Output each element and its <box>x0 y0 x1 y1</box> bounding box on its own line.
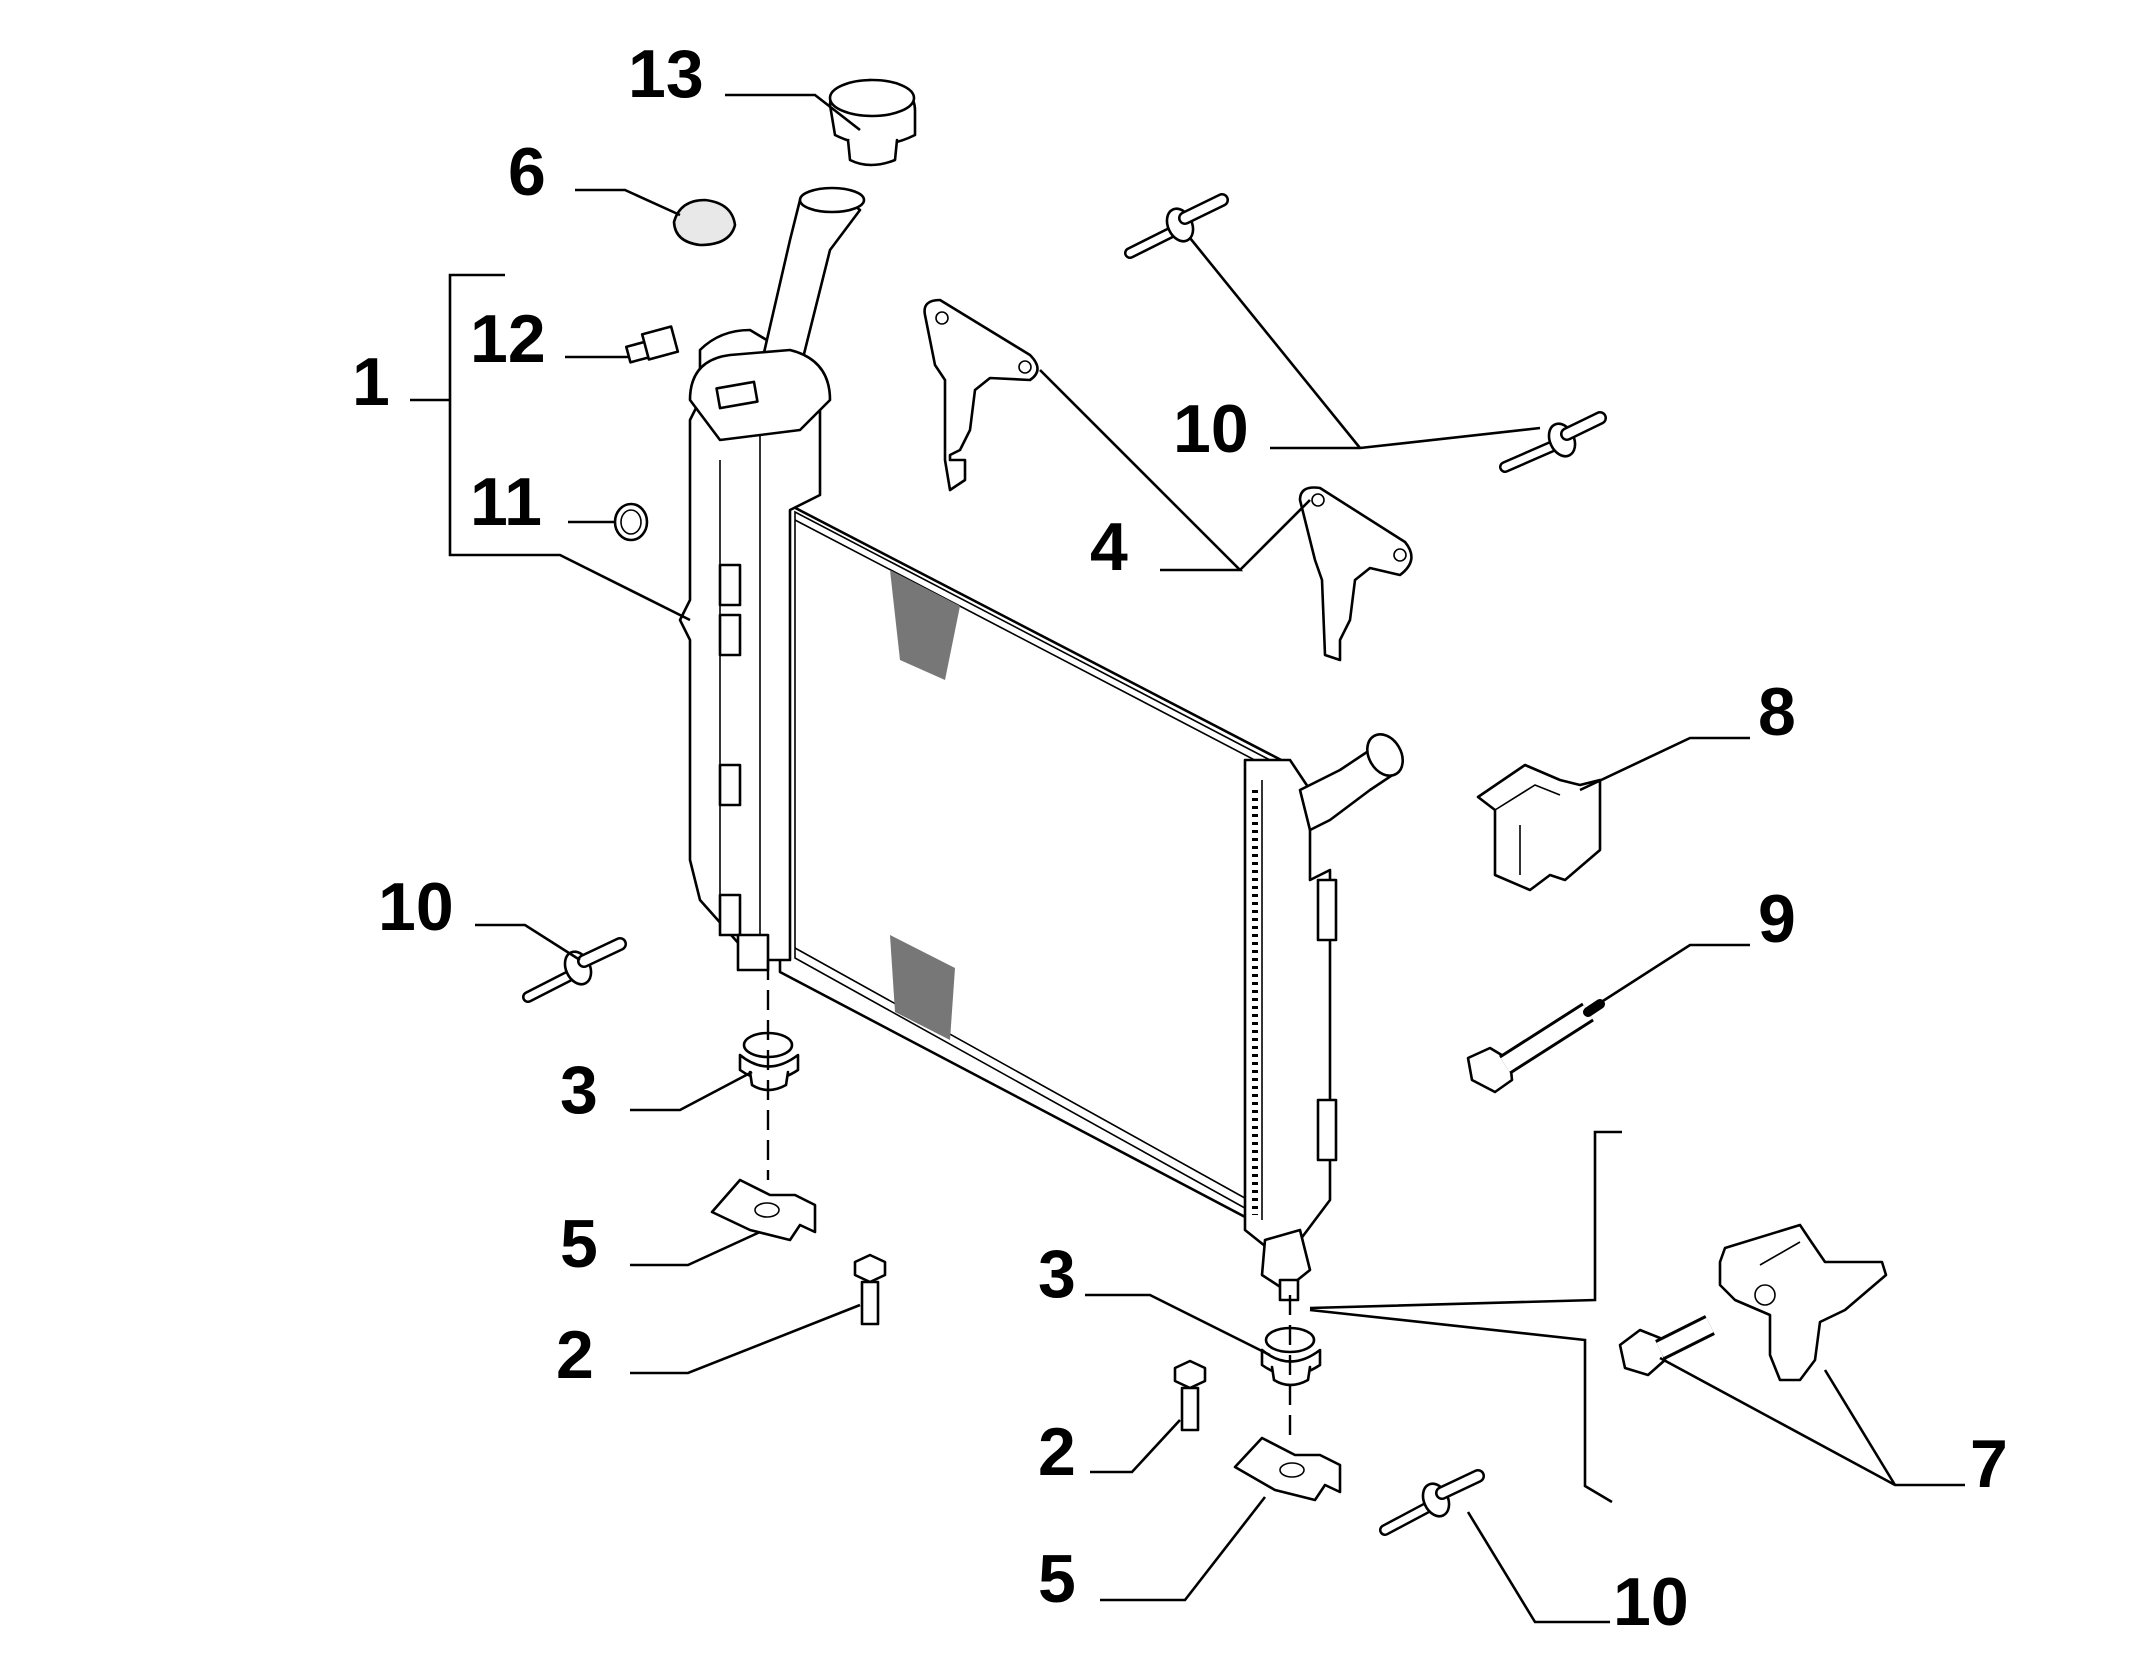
clip-pin-10-left <box>522 937 627 1003</box>
callout-2-left: 2 <box>556 1317 594 1393</box>
callout-13: 13 <box>628 36 704 112</box>
bracket-7 <box>1718 1223 1888 1382</box>
callout-10-top: 10 <box>1173 391 1249 467</box>
bolt-2-left <box>853 1253 887 1326</box>
callout-3-right: 3 <box>1038 1236 1076 1312</box>
bolt-2-right <box>1173 1359 1207 1432</box>
clip-8 <box>1476 763 1602 892</box>
callout-8: 8 <box>1758 674 1796 750</box>
callout-12: 12 <box>470 301 546 377</box>
callout-10-bottom: 10 <box>1613 1564 1689 1640</box>
bracket-4-upper <box>923 298 1039 492</box>
callout-10-left: 10 <box>378 869 454 945</box>
callout-3-left: 3 <box>560 1052 598 1128</box>
bolt-7 <box>1618 1315 1715 1377</box>
core-hatch-top <box>890 570 960 680</box>
plug-6 <box>672 198 737 247</box>
radiator-cap-13 <box>828 78 917 167</box>
callout-9: 9 <box>1758 881 1796 957</box>
clip-pin-10-bottom <box>1379 1469 1485 1536</box>
bracket-4-lower <box>1298 486 1413 662</box>
callout-labels: 13 6 12 1 11 10 4 8 9 10 3 5 2 3 2 5 10 … <box>352 36 2008 1640</box>
callout-1: 1 <box>352 344 390 420</box>
callout-4: 4 <box>1090 509 1128 585</box>
callout-6: 6 <box>508 134 546 210</box>
callout-5-left: 5 <box>560 1206 598 1282</box>
plate-5-left <box>710 1178 817 1242</box>
callout-2-right: 2 <box>1038 1414 1076 1490</box>
bolt-9 <box>1466 999 1605 1094</box>
callout-7: 7 <box>1970 1426 2008 1502</box>
callout-11: 11 <box>470 464 542 540</box>
sensor-12 <box>624 325 680 364</box>
clip-pin-10-right <box>1499 411 1607 473</box>
plate-5-right <box>1233 1436 1342 1502</box>
clip-pin-10-top <box>1124 193 1229 259</box>
leader-lines <box>410 93 1965 1624</box>
radiator-assembly <box>678 186 1404 1302</box>
core-hatch-bottom <box>890 935 955 1040</box>
callout-5-right: 5 <box>1038 1541 1076 1617</box>
o-ring-11 <box>613 502 649 542</box>
